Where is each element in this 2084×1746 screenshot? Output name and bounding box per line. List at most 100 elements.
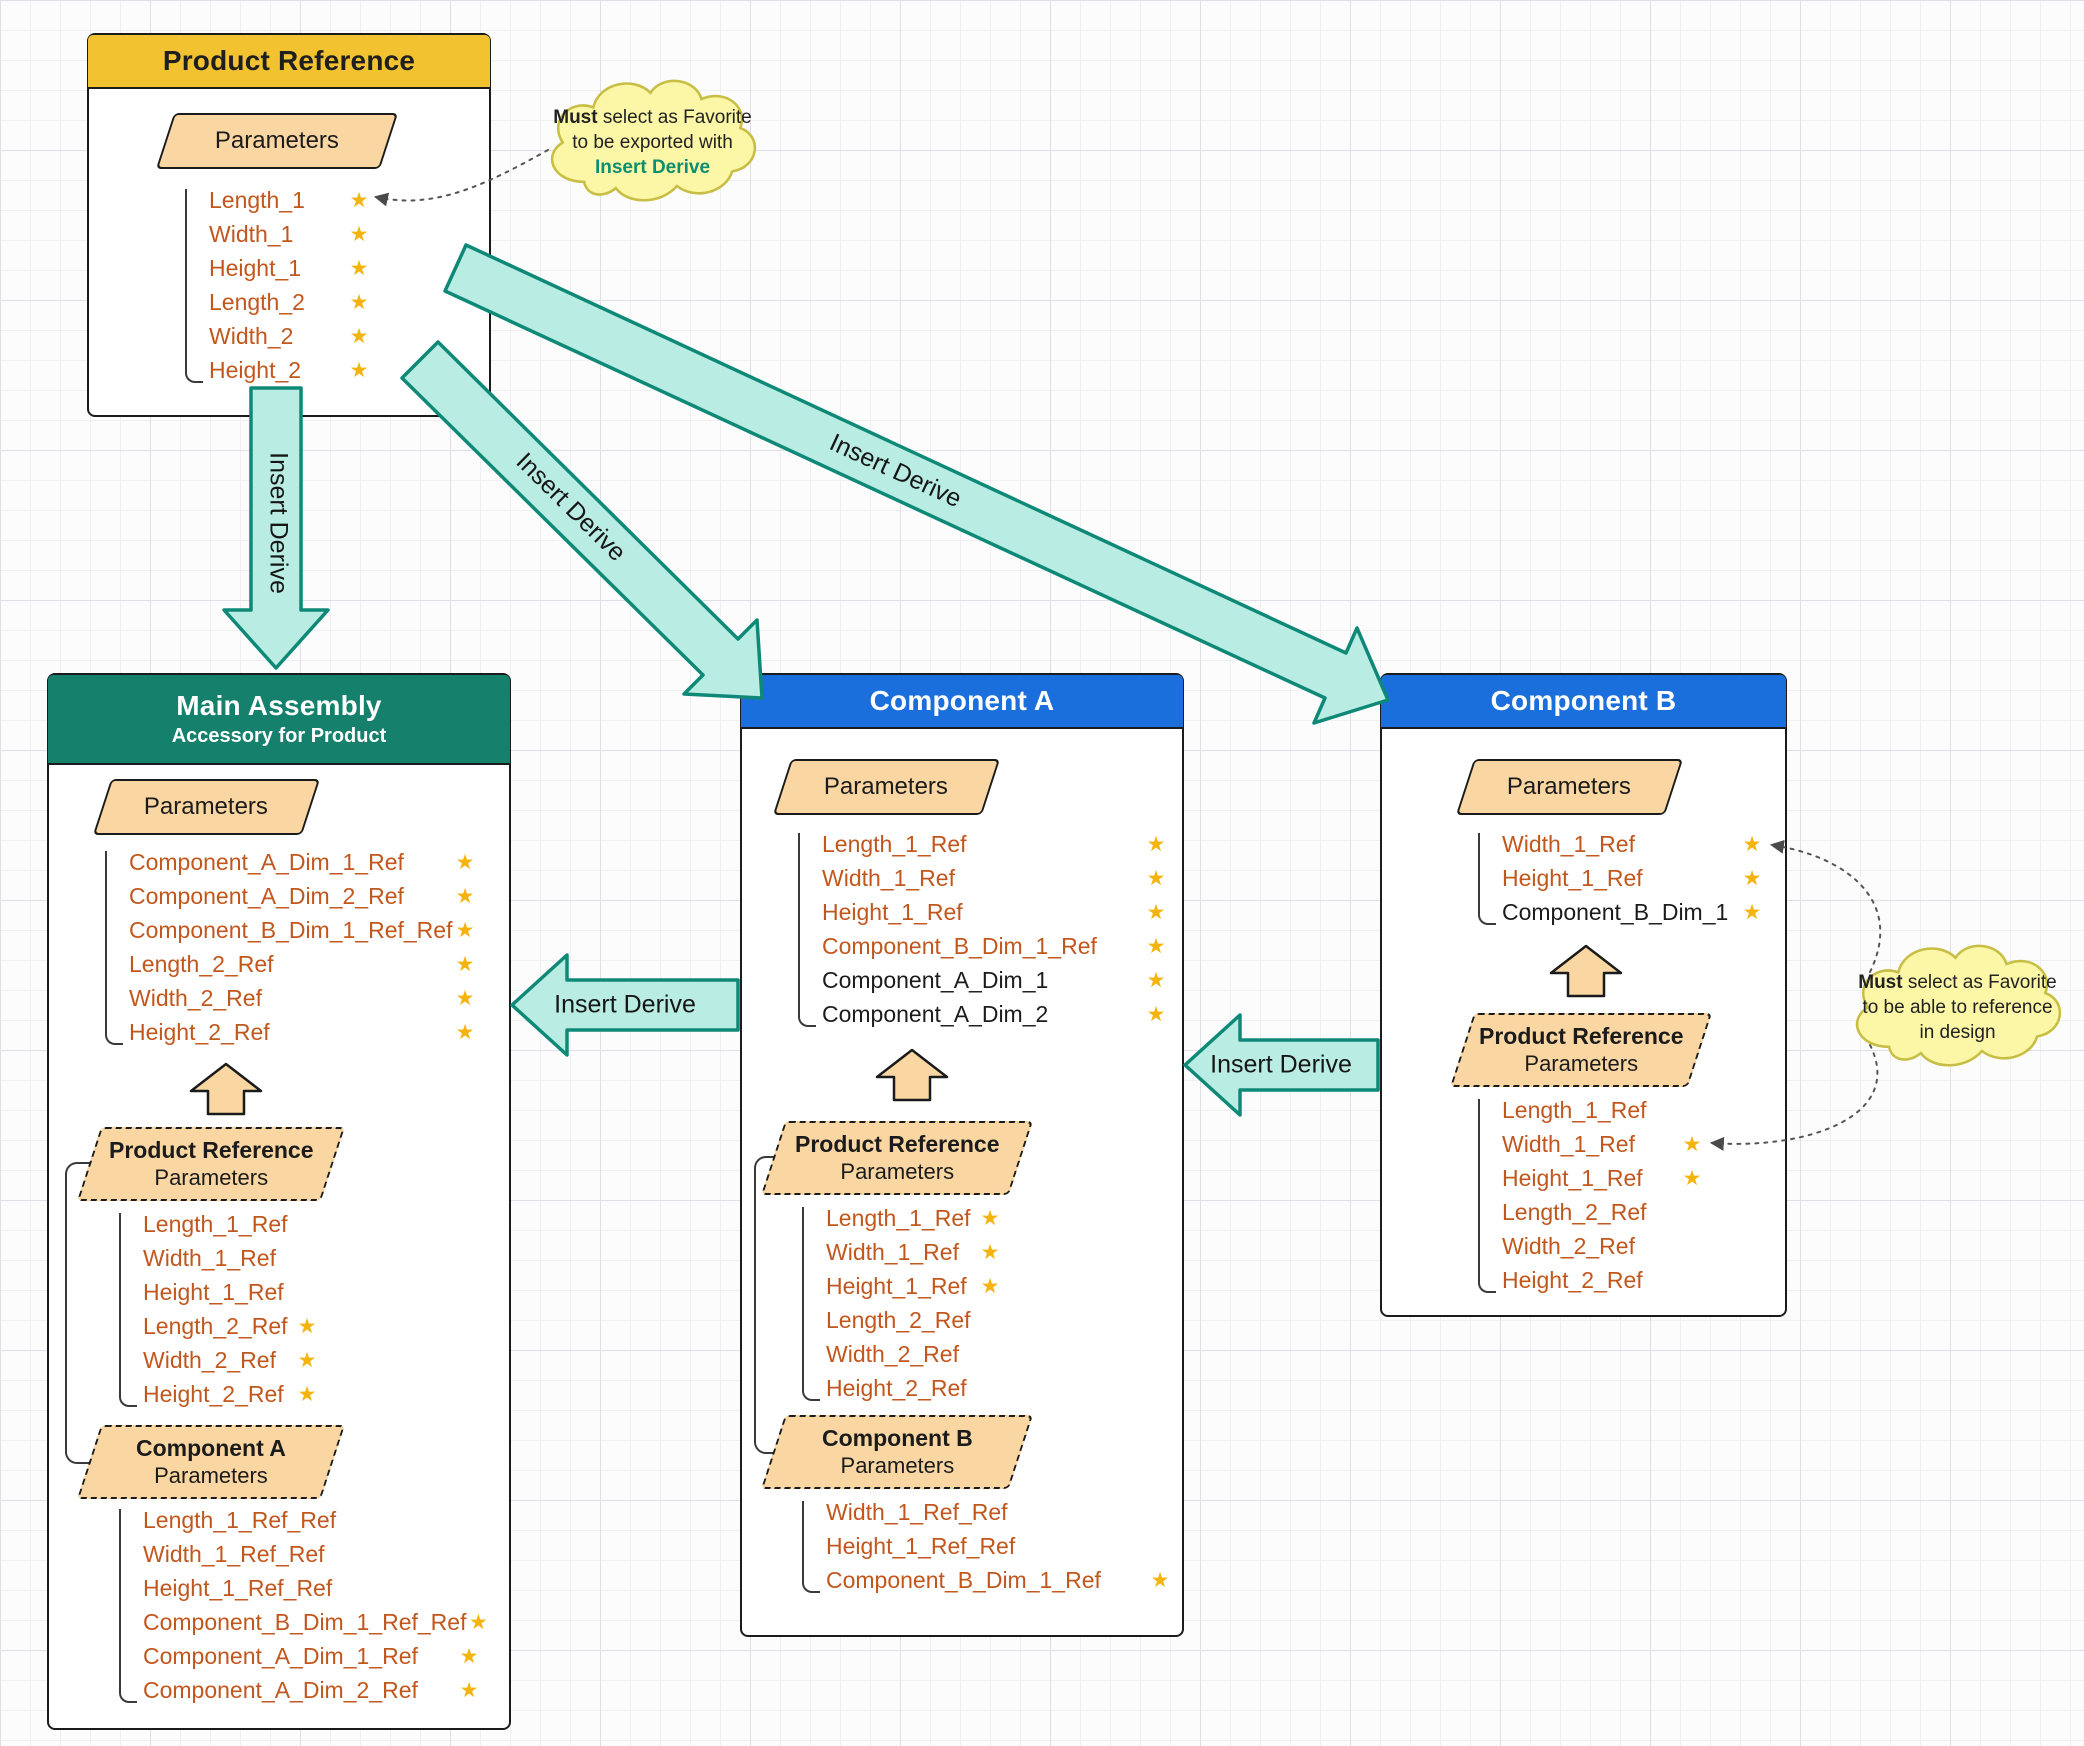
param-list: Length_1_Ref ★ Width_1_Ref ★ Height_1_Re… xyxy=(802,1201,1008,1405)
param-list: Width_1_Ref ★ Height_1_Ref ★ Component_B… xyxy=(1478,827,1770,929)
param-row: Width_2_Ref xyxy=(802,1337,1008,1371)
node-title: Component A xyxy=(869,685,1055,716)
node-title: Component B xyxy=(1490,685,1677,716)
list-bracket xyxy=(1478,833,1496,925)
derived-source-subtitle: Parameters xyxy=(1524,1050,1638,1076)
favorite-star-icon: ★ xyxy=(349,256,369,280)
param-name: Width_2_Ref xyxy=(826,1340,959,1367)
param-name: Length_1_Ref xyxy=(143,1210,288,1237)
param-name: Component_B_Dim_1_Ref xyxy=(822,932,1097,959)
list-bracket xyxy=(105,851,123,1045)
node-title: Product Reference xyxy=(162,45,416,76)
component-a-node: Component A Parameters Length_1_Ref ★ Wi… xyxy=(740,673,1184,1637)
derived-source-subtitle: Parameters xyxy=(840,1452,954,1478)
param-name: Height_2_Ref xyxy=(129,1018,270,1045)
list-bracket xyxy=(802,1501,820,1593)
param-row: Component_A_Dim_2_Ref ★ xyxy=(119,1673,487,1707)
cloud-shape xyxy=(1856,944,2062,1067)
note-bold: Must xyxy=(1858,971,1903,993)
param-list: Length_1_Ref_Ref Width_1_Ref_Ref Height_… xyxy=(119,1503,488,1707)
param-name: Length_2_Ref xyxy=(826,1306,971,1333)
favorite-star-icon: ★ xyxy=(1742,900,1762,924)
favorite-star-icon: ★ xyxy=(455,850,475,874)
param-name: Length_2 xyxy=(209,288,305,315)
derived-source-title: Component A xyxy=(136,1435,286,1461)
param-name: Width_2 xyxy=(209,322,294,349)
param-row: Component_B_Dim_1_Ref_Ref ★ xyxy=(105,913,483,947)
param-row: Component_A_Dim_1_Ref ★ xyxy=(105,845,483,879)
derived-source-title: Product Reference xyxy=(1478,1023,1684,1049)
favorite-star-icon: ★ xyxy=(1682,1166,1702,1190)
parameters-shape: Parameters xyxy=(92,779,321,835)
reference-note-cloud: Must select as Favorite to be able to re… xyxy=(1835,935,2080,1080)
param-row: Height_2_Ref xyxy=(1478,1263,1710,1297)
favorite-star-icon: ★ xyxy=(980,1240,1000,1264)
favorite-star-icon: ★ xyxy=(1146,832,1166,856)
parameters-shape: Parameters xyxy=(1455,759,1684,815)
param-row: Length_2_Ref xyxy=(802,1303,1008,1337)
param-row: Length_2 ★ xyxy=(185,285,377,319)
param-row: Width_1_Ref ★ xyxy=(802,1235,1008,1269)
param-list: Width_1_Ref_Ref Height_1_Ref_Ref Compone… xyxy=(802,1495,1178,1597)
note-text: select as Favorite to be able to referen… xyxy=(1862,971,2057,1044)
node-title: Main Assembly xyxy=(176,690,382,721)
insert-derive-label: Insert Derive xyxy=(825,428,965,513)
favorite-star-icon: ★ xyxy=(455,986,475,1010)
insert-derive-label: Insert Derive xyxy=(554,991,696,1019)
favorite-star-icon: ★ xyxy=(455,952,475,976)
derived-source-subtitle: Parameters xyxy=(154,1462,268,1488)
insert-derive-arrow-a-to-assembly xyxy=(510,953,740,1057)
derived-source-shape: Product Reference Parameters xyxy=(1449,1013,1713,1087)
favorite-star-icon: ★ xyxy=(459,1644,479,1668)
param-list: Length_1_Ref ★ Width_1_Ref ★ Height_1_Re… xyxy=(798,827,1174,1031)
param-row: Width_2_Ref ★ xyxy=(119,1343,325,1377)
favorite-star-icon: ★ xyxy=(1682,1132,1702,1156)
favorite-star-icon: ★ xyxy=(455,1020,475,1044)
insert-derive-arrow-component-b xyxy=(443,243,1390,725)
param-list: Length_1 ★ Width_1 ★ Height_1 ★ Length_2… xyxy=(185,183,377,387)
insert-derive-label: Insert Derive xyxy=(1210,1051,1352,1079)
param-row: Length_1 ★ xyxy=(185,183,377,217)
list-bracket xyxy=(802,1207,820,1401)
param-row: Length_2_Ref ★ xyxy=(105,947,483,981)
favorite-star-icon: ★ xyxy=(297,1314,317,1338)
derived-source-subtitle: Parameters xyxy=(154,1164,268,1190)
param-name: Length_1_Ref xyxy=(826,1204,971,1231)
param-name: Length_2_Ref xyxy=(143,1312,288,1339)
main-assembly-node: Main Assembly Accessory for Product Para… xyxy=(47,673,511,1730)
favorite-star-icon: ★ xyxy=(297,1348,317,1372)
export-note-text: Must select as Favorite to be exported w… xyxy=(552,84,753,201)
param-row: Length_1_Ref xyxy=(119,1207,325,1241)
param-row: Length_1_Ref ★ xyxy=(798,827,1174,861)
derived-source-shape: Component A Parameters xyxy=(76,1425,346,1499)
param-row: Width_1 ★ xyxy=(185,217,377,251)
param-row: Width_2_Ref ★ xyxy=(105,981,483,1015)
param-row: Component_B_Dim_1_Ref_Ref ★ xyxy=(119,1605,488,1639)
node-subtitle: Accessory for Product xyxy=(171,725,387,747)
up-arrow-icon xyxy=(875,1048,949,1102)
list-bracket xyxy=(185,189,203,383)
param-row: Width_1_Ref_Ref xyxy=(802,1495,1178,1529)
param-row: Length_1_Ref ★ xyxy=(802,1201,1008,1235)
param-name: Component_A_Dim_1_Ref xyxy=(143,1642,418,1669)
favorite-star-icon: ★ xyxy=(1150,1568,1170,1592)
param-name: Height_1_Ref xyxy=(1502,864,1643,891)
param-name: Length_2_Ref xyxy=(129,950,274,977)
node-header: Main Assembly Accessory for Product xyxy=(48,675,510,765)
param-name: Height_2_Ref xyxy=(143,1380,284,1407)
favorite-star-icon: ★ xyxy=(1146,1002,1166,1026)
param-list: Component_A_Dim_1_Ref ★ Component_A_Dim_… xyxy=(105,845,483,1049)
param-name: Width_1_Ref xyxy=(1502,830,1635,857)
favorite-star-icon: ★ xyxy=(455,918,475,942)
param-row: Width_2_Ref xyxy=(1478,1229,1710,1263)
param-name: Height_1_Ref xyxy=(822,898,963,925)
param-row: Width_1_Ref xyxy=(119,1241,325,1275)
derived-source-title: Component B xyxy=(821,1425,973,1451)
param-row: Width_1_Ref ★ xyxy=(798,861,1174,895)
export-note-cloud: Must select as Favorite to be exported w… xyxy=(530,70,775,215)
param-name: Component_B_Dim_1_Ref_Ref xyxy=(129,916,453,943)
param-row: Height_1_Ref ★ xyxy=(798,895,1174,929)
param-name: Height_1_Ref xyxy=(826,1272,967,1299)
node-header: Component A xyxy=(741,675,1183,729)
